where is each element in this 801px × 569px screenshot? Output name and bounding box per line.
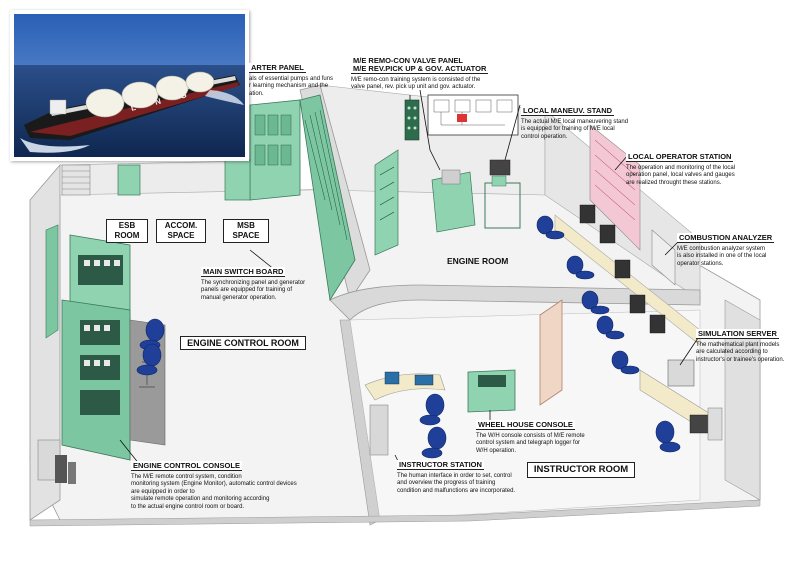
callout-desc: The actual M/E local maneuvering stand i…: [521, 119, 629, 140]
staircase: [61, 164, 91, 196]
callout-desc: The operation and monitoring of the loca…: [626, 165, 736, 186]
instructor-station-desk: [364, 371, 446, 456]
engine-control-room-label: ENGINE CONTROL ROOM: [180, 336, 306, 350]
callout-title: MAIN SWITCH BOARD: [201, 267, 286, 277]
local-maneuvering-stand: [484, 159, 521, 229]
callout-desc: als of essential pumps and funs r learni…: [249, 76, 334, 97]
instructor-chairs: [419, 393, 681, 459]
instructor-station-callout: INSTRUCTOR STATION The human interface i…: [397, 454, 537, 495]
simulation-server-callout: SIMULATION SERVER The mathematical plant…: [696, 323, 796, 364]
me-remocon-valve-panel: [374, 99, 420, 256]
wheel-house-console-callout: WHEEL HOUSE CONSOLE The W/H console cons…: [476, 414, 626, 455]
engine-room-label: ENGINE ROOM: [445, 256, 511, 266]
simulation-server-desk: [639, 359, 723, 441]
lng-carrier-photo-image: [14, 14, 245, 157]
wheel-house-console: [467, 369, 516, 413]
chair: [136, 343, 162, 388]
callout-title: M/E REMO-CON VALVE PANEL M/E REV.PICK UP…: [351, 56, 489, 74]
callout-title: COMBUSTION ANALYZER: [677, 233, 775, 243]
callout-title: SIMULATION SERVER: [696, 329, 779, 339]
starter-panel-callout: ARTER PANEL als of essential pumps and f…: [249, 57, 339, 98]
esb-room-label: ESB ROOM: [106, 219, 148, 243]
callout-title: LOCAL OPERATOR STATION: [626, 152, 734, 162]
combustion-analyzer-callout: COMBUSTION ANALYZER M/E combustion analy…: [677, 227, 792, 268]
main-switch-board-callout: MAIN SWITCH BOARD The synchronizing pane…: [201, 261, 331, 302]
control-diagram-screen: [427, 94, 519, 136]
accom-space-label: ACCOM. SPACE: [156, 219, 206, 243]
callout-desc: The M/E remote control system, condition…: [131, 474, 297, 510]
msb-space-label: MSB SPACE: [223, 219, 269, 243]
local-maneuv-stand-callout: LOCAL MANEUV. STAND The actual M/E local…: [521, 100, 646, 141]
local-operator-desk: [554, 204, 701, 346]
bottom-wall: [29, 499, 761, 527]
callout-desc: M/E remo-con training system is consiste…: [351, 77, 481, 91]
engine-control-console-callout: ENGINE CONTROL CONSOLE The M/E remote co…: [131, 455, 301, 511]
ecr-chairs: [136, 318, 165, 388]
callout-desc: M/E combustion analyzer system is also i…: [677, 246, 767, 267]
callout-title: LOCAL MANEUV. STAND: [521, 106, 615, 116]
callout-desc: The human interface in order to set, con…: [397, 473, 516, 494]
instructor-room-label: INSTRUCTOR ROOM: [527, 462, 635, 478]
callout-title: ARTER PANEL: [249, 63, 306, 73]
callout-title: ENGINE CONTROL CONSOLE: [131, 461, 242, 471]
lng-carrier-photo: L N G: [10, 10, 249, 161]
main-switch-board: [117, 94, 356, 302]
callout-title: INSTRUCTOR STATION: [397, 460, 484, 470]
me-remocon-callout: M/E REMO-CON VALVE PANEL M/E REV.PICK UP…: [351, 57, 501, 92]
engine-room-chairs: [536, 215, 640, 375]
callout-title: WHEEL HOUSE CONSOLE: [476, 420, 575, 430]
instructor-room-curved-wall: [329, 284, 701, 321]
me-actuator-unit: [431, 169, 476, 233]
callout-desc: The W/H console consists of M/E remote c…: [476, 433, 585, 454]
callout-desc: The synchronizing panel and generator pa…: [201, 280, 306, 301]
callout-desc: The mathematical plant models are calcul…: [696, 342, 785, 363]
local-operator-station-callout: LOCAL OPERATOR STATION The operation and…: [626, 146, 776, 187]
door: [539, 299, 563, 406]
